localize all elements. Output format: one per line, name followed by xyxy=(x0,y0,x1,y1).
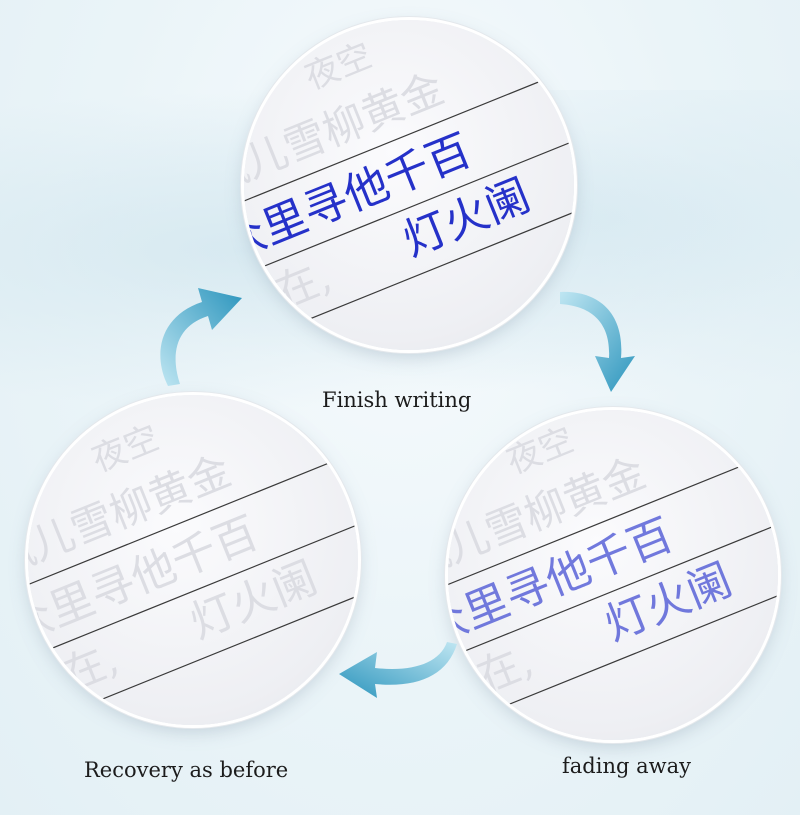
practice-sheet-illustration: 夜空 风儿雪柳黄金 众里寻他千百 灯火阑 那在, xyxy=(448,420,778,735)
ruled-line xyxy=(28,498,358,672)
curved-arrow-up-right-icon xyxy=(160,288,242,386)
ruled-line xyxy=(28,559,358,725)
finish-writing-photo: 夜空 风儿雪柳黄金 众里寻他千百 灯火阑 那在, xyxy=(244,20,574,350)
ghost-text-line1: 夜空 xyxy=(300,35,378,98)
curved-arrow-right-down-icon xyxy=(560,291,635,392)
ruled-line xyxy=(448,437,778,611)
ruled-line xyxy=(448,561,778,735)
ruled-line xyxy=(244,52,574,227)
ghost-text-line1: 夜空 xyxy=(87,418,165,481)
caption-finish-writing: Finish writing xyxy=(322,388,472,412)
practice-sheet-illustration: 夜空 风儿雪柳黄金 众里寻他千百 灯火阑 那在, xyxy=(28,418,358,725)
ruled-line xyxy=(244,177,574,350)
ruled-line xyxy=(448,500,778,674)
curved-arrow-left-icon xyxy=(339,642,457,698)
ruled-line xyxy=(28,435,358,609)
caption-recovery-as-before: Recovery as before xyxy=(84,758,289,782)
recovery-photo: 夜空 风儿雪柳黄金 众里寻他千百 灯火阑 那在, xyxy=(28,395,358,725)
practice-sheet-illustration: 夜空 风儿雪柳黄金 众里寻他千百 灯火阑 那在, xyxy=(244,35,574,350)
ruled-line xyxy=(244,115,574,290)
ghost-text-line1: 夜空 xyxy=(501,420,579,483)
caption-fading-away: fading away xyxy=(562,754,691,778)
fading-away-photo: 夜空 风儿雪柳黄金 众里寻他千百 灯火阑 那在, xyxy=(448,410,778,740)
ghost-text-line5: 那在, xyxy=(28,634,125,716)
ghost-text-line5: 那在, xyxy=(244,251,338,333)
